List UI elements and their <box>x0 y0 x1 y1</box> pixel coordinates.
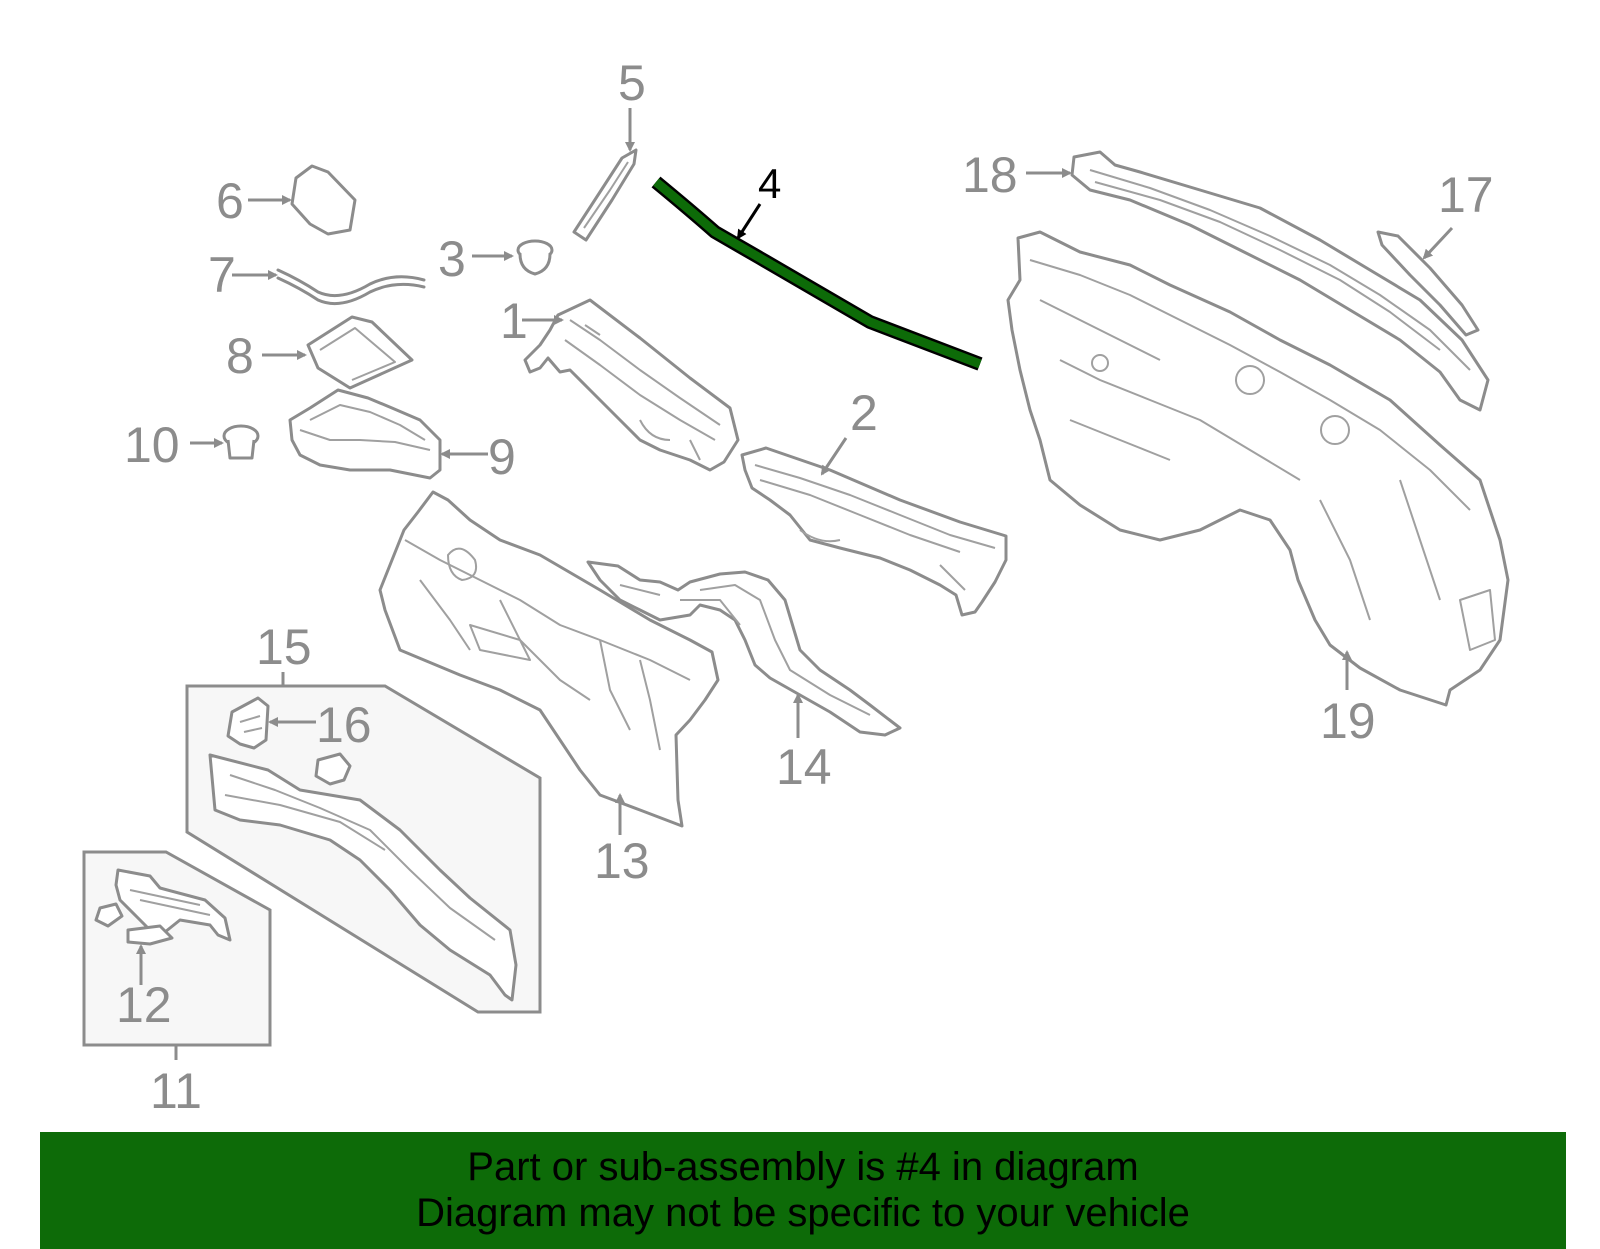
part-6-cover[interactable] <box>248 164 357 236</box>
label-5: 5 <box>618 55 646 111</box>
part-11-group-box <box>82 850 272 1060</box>
part-3-grommet[interactable] <box>472 239 554 276</box>
part-17-strip[interactable] <box>1376 226 1480 337</box>
part-18-reinforcement[interactable] <box>1026 150 1490 412</box>
info-banner: Part or sub-assembly is #4 in diagram Di… <box>40 1132 1566 1249</box>
label-14: 14 <box>776 739 832 795</box>
label-16: 16 <box>316 697 372 753</box>
part-19-dash-insulator[interactable] <box>1006 230 1510 707</box>
label-2: 2 <box>850 385 878 441</box>
part-13-dash-panel[interactable] <box>378 490 720 835</box>
part-9-panel[interactable] <box>288 388 488 480</box>
label-4: 4 <box>758 160 781 207</box>
label-19: 19 <box>1320 693 1376 749</box>
part-14-brace[interactable] <box>586 560 902 738</box>
banner-line-part: Part or sub-assembly is #4 in diagram <box>467 1145 1139 1189</box>
part-1-cowl-panel[interactable] <box>522 298 740 472</box>
part-2-cowl-panel[interactable] <box>740 437 1008 617</box>
part-15-panel[interactable] <box>208 753 518 1002</box>
label-15: 15 <box>256 619 312 675</box>
part-7-strip[interactable] <box>232 268 426 306</box>
part-10-clip[interactable] <box>190 424 260 460</box>
label-7: 7 <box>208 247 236 303</box>
label-3: 3 <box>438 231 466 287</box>
label-9: 9 <box>488 429 516 485</box>
label-6: 6 <box>216 173 244 229</box>
part-8-plate[interactable] <box>262 315 414 390</box>
part-16-bracket[interactable] <box>226 696 352 786</box>
label-1: 1 <box>500 293 528 349</box>
label-18: 18 <box>962 147 1018 203</box>
label-11: 11 <box>150 1063 202 1119</box>
banner-line-disclaimer: Diagram may not be specific to your vehi… <box>416 1191 1190 1235</box>
part-12-bracket[interactable] <box>94 868 232 985</box>
part-5-bracket[interactable] <box>572 108 638 242</box>
label-8: 8 <box>226 328 254 384</box>
label-13: 13 <box>594 833 650 889</box>
label-17: 17 <box>1438 167 1494 223</box>
label-12: 12 <box>116 977 172 1033</box>
part-4-seal-highlighted[interactable] <box>651 176 983 371</box>
label-10: 10 <box>124 417 180 473</box>
